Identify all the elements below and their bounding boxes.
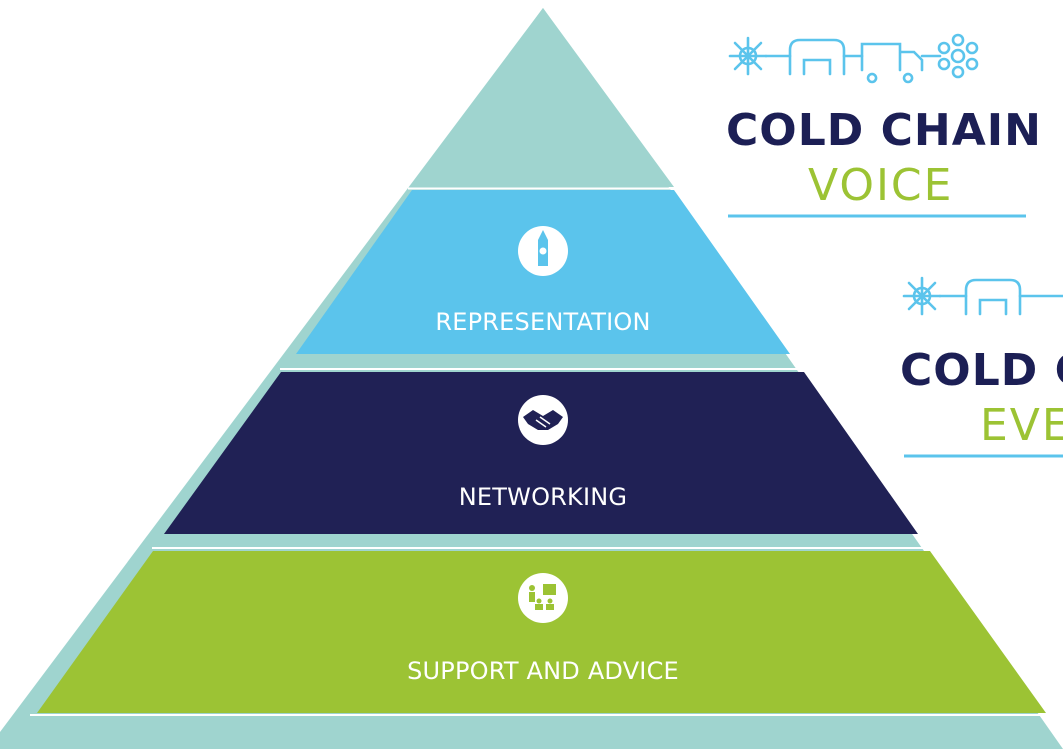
snowflake-icon — [937, 33, 979, 79]
cold-chain-voice-logo: COLD CHAIN VOICE — [726, 33, 1042, 218]
logo-subtitle: EVEI — [980, 400, 1063, 451]
tier-label-support: SUPPORT AND ADVICE — [407, 657, 679, 685]
pyramid-top-tier — [412, 8, 674, 187]
logo-icon-strip — [902, 276, 1063, 316]
presentation-icon — [518, 573, 568, 623]
warehouse-icon — [788, 38, 846, 76]
tier-label-networking: NETWORKING — [459, 483, 627, 511]
tier-support — [37, 551, 1046, 713]
snowflake-sun-icon — [728, 36, 768, 76]
tier-label-representation: REPRESENTATION — [435, 308, 650, 336]
handshake-icon — [518, 395, 568, 445]
tier-networking — [164, 372, 918, 534]
logo-icon-strip — [728, 33, 979, 84]
logo-title: COLD CHAIN — [726, 105, 1042, 156]
logo-subtitle: VOICE — [808, 160, 953, 211]
truck-icon — [860, 42, 924, 84]
logo-title: COLD C — [900, 345, 1063, 396]
pyramid: REPRESENTATION NETWORKING SUPPORT AND AD… — [0, 8, 1063, 749]
cold-chain-events-logo: COLD C EVEI — [900, 276, 1063, 458]
warehouse-icon — [964, 278, 1022, 316]
snowflake-sun-icon — [902, 276, 942, 316]
big-ben-icon — [518, 226, 568, 276]
